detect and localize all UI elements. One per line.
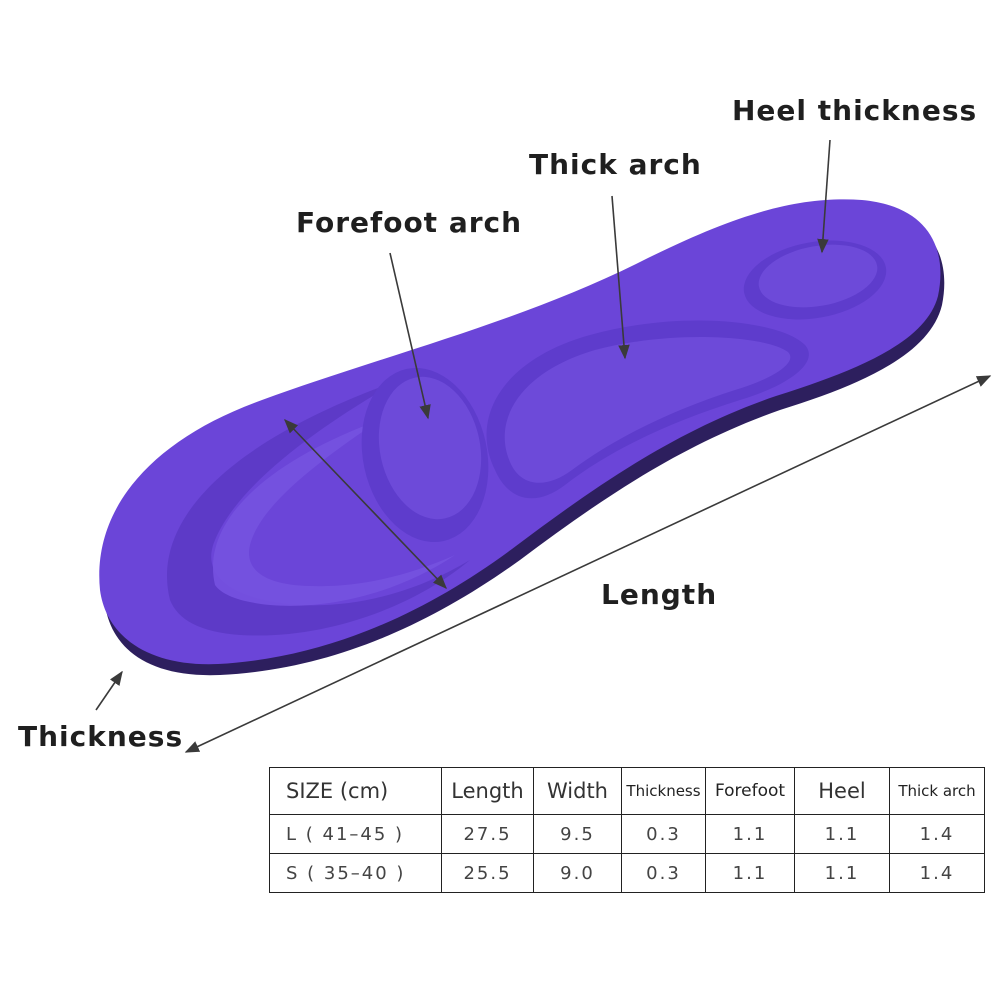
table-cell: 0.3: [621, 814, 706, 854]
table-cell: S ( 35–40 ): [269, 853, 442, 893]
table-cell: L ( 41–45 ): [269, 814, 442, 854]
thickness-pointer-arrow: [95, 670, 123, 711]
table-header-cell: Heel: [794, 767, 890, 815]
heel-pointer-arrow: [817, 139, 831, 254]
table-row: L ( 41–45 ) 27.5 9.5 0.3 1.1 1.1 1.4: [269, 814, 985, 854]
table-cell: 1.1: [705, 814, 795, 854]
heel-thickness-label: Heel thickness: [732, 94, 978, 127]
table-cell: 0.3: [621, 853, 706, 893]
table-header-cell: SIZE (cm): [269, 767, 442, 815]
heel-pad-highlight: [758, 244, 878, 308]
table-header-row: SIZE (cm) Length Width Thickness Forefoo…: [269, 767, 985, 815]
table-row: S ( 35–40 ) 25.5 9.0 0.3 1.1 1.1 1.4: [269, 853, 985, 893]
length-double-arrow: [184, 375, 992, 753]
arch-pointer-arrow: [611, 195, 630, 360]
thickness-label: Thickness: [18, 720, 184, 753]
forefoot-arch-label: Forefoot arch: [296, 206, 523, 239]
table-header-cell: Forefoot: [705, 767, 795, 815]
table-cell: 1.4: [889, 853, 985, 893]
table-cell: 1.4: [889, 814, 985, 854]
table-cell: 1.1: [794, 814, 890, 854]
table-cell: 1.1: [705, 853, 795, 893]
table-cell: 1.1: [794, 853, 890, 893]
table-cell: 25.5: [441, 853, 534, 893]
table-header-cell: Length: [441, 767, 534, 815]
table-cell: 9.5: [533, 814, 622, 854]
size-table: SIZE (cm) Length Width Thickness Forefoo…: [269, 767, 985, 893]
table-cell: 9.0: [533, 853, 622, 893]
table-header-cell: Thickness: [621, 767, 706, 815]
thick-arch-label: Thick arch: [529, 148, 702, 181]
table-header-cell: Thick arch: [889, 767, 985, 815]
length-label: Length: [601, 578, 718, 611]
table-header-cell: Width: [533, 767, 622, 815]
table-cell: 27.5: [441, 814, 534, 854]
